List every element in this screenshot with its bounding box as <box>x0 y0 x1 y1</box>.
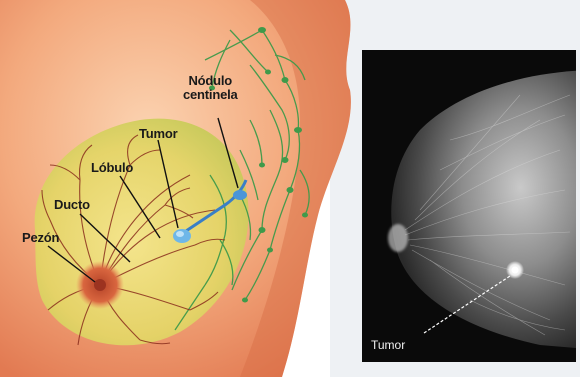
label-sentinel-node-line2: centinela <box>183 88 238 102</box>
nipple <box>94 279 106 291</box>
label-duct: Ducto <box>54 198 90 212</box>
label-nipple: Pezón <box>22 231 59 245</box>
label-tumor: Tumor <box>139 127 177 141</box>
label-sentinel-node: Nódulo centinela <box>183 74 238 102</box>
mammogram-tumor <box>512 267 519 274</box>
mammogram-label-tumor: Tumor <box>371 338 405 352</box>
tumor-highlight <box>176 231 184 237</box>
mammogram-edge-highlight <box>388 224 408 252</box>
label-lobule: Lóbulo <box>91 161 133 175</box>
sentinel-node <box>233 190 247 200</box>
label-sentinel-node-line1: Nódulo <box>183 74 238 88</box>
